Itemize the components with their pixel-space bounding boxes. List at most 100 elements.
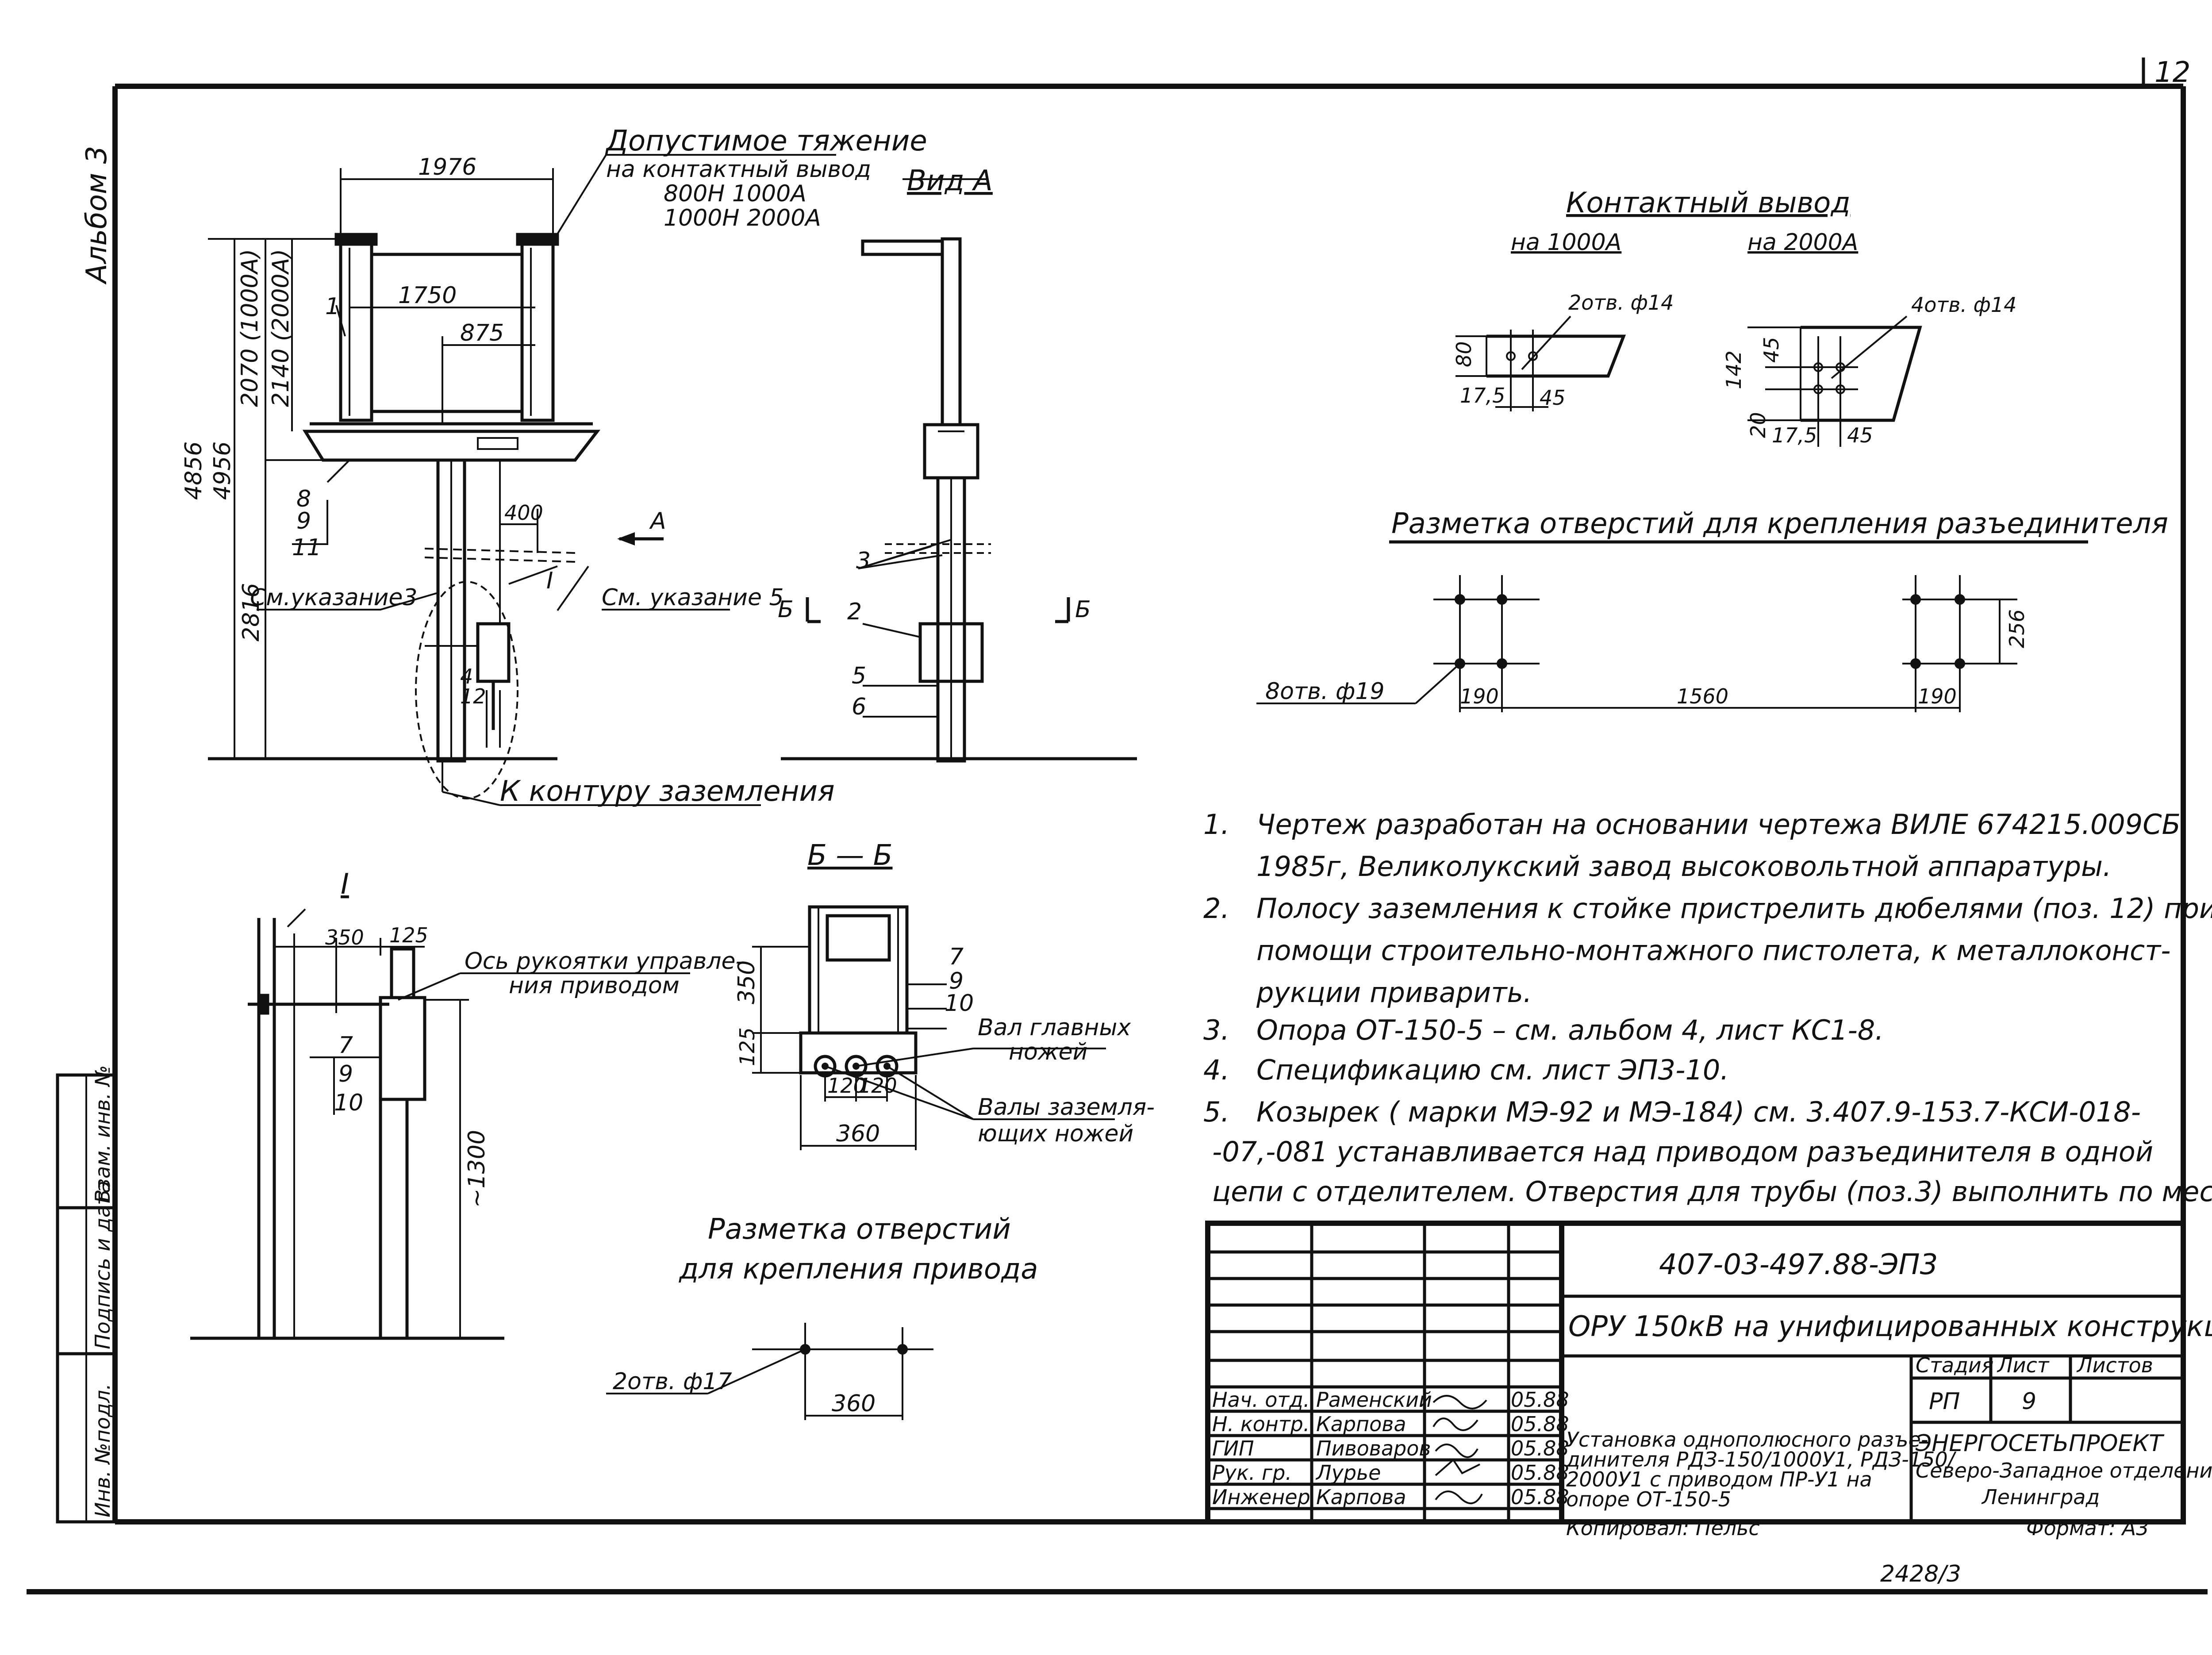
pos-9: 9 xyxy=(296,508,311,534)
title-block-grid xyxy=(1205,1221,2186,1524)
section-dim-120-b: 120 xyxy=(858,1074,897,1098)
note-4-line-1: Спецификацию см. лист ЭП3-10. xyxy=(1256,1054,1729,1086)
staff-role-2: Н. контр. xyxy=(1212,1412,1310,1436)
main-shaft-label-1: Вал главных xyxy=(978,1014,1131,1041)
main-view-geometry xyxy=(208,154,836,806)
note-3-line-1: Опора ОТ-150-5 – см. альбом 4, лист КС1-… xyxy=(1256,1014,1884,1046)
stage-header: Стадия xyxy=(1916,1353,1993,1377)
note-5-num: 5. xyxy=(1203,1096,1229,1128)
staff-date-3: 05.88 xyxy=(1511,1436,1569,1460)
desc-line-4: опоре ОТ-150-5 xyxy=(1566,1487,1731,1511)
dim-2070: 2070 (1000А) xyxy=(237,249,263,407)
dim-1560: 1560 xyxy=(1677,684,1728,708)
staff-date-1: 05.88 xyxy=(1511,1388,1569,1412)
contact-outlet-geometry xyxy=(1455,315,1922,447)
staff-role-1: Нач. отд. xyxy=(1212,1388,1310,1412)
desc-line-3: 2000У1 с приводом ПР-У1 на xyxy=(1566,1467,1872,1491)
drive-holes-geometry xyxy=(606,1323,933,1420)
note-1-line-1: Чертеж разработан на основании чертежа В… xyxy=(1256,808,2189,841)
dim-2816: 2816 xyxy=(238,583,265,641)
staff-name-4: Лурье xyxy=(1315,1461,1381,1485)
strip-inventory: Инв. №подл. xyxy=(91,1383,115,1517)
dim-4956: 4956 xyxy=(209,442,236,500)
note-ref-5: См. указание 5 xyxy=(602,584,784,611)
handle-axis-label-2: ния приводом xyxy=(509,972,680,999)
doc-object: ОРУ 150кВ на унифицированных конструкция… xyxy=(1568,1310,2212,1343)
view-mark-a: А xyxy=(649,508,666,534)
detail-pos-9: 9 xyxy=(338,1061,353,1087)
detail-pos-7: 7 xyxy=(338,1032,353,1059)
desc-line-1: Установка однополюсного разъе- xyxy=(1566,1428,1928,1451)
staff-role-5: Инженер xyxy=(1212,1485,1310,1509)
org-dept: Северо-Западное отделение xyxy=(1916,1459,2212,1482)
note-2-line-3: рукции приварить. xyxy=(1256,976,1532,1009)
staff-role-4: Рук. гр. xyxy=(1212,1461,1292,1485)
section-b-left: Б xyxy=(778,596,794,623)
sheet-number: 12 xyxy=(2154,56,2190,89)
note-3-num: 3. xyxy=(1203,1014,1229,1046)
note-5-line-2: -07,-081 устанавливается над приводом ра… xyxy=(1212,1136,2153,1168)
sheet-header: Лист xyxy=(1997,1353,2050,1377)
paper-format: Формат: А3 xyxy=(2026,1516,2149,1540)
detail-dim-125: 125 xyxy=(389,923,428,947)
note-2-line-2: помощи строительно-монтажного пистолета,… xyxy=(1256,934,2171,967)
view-a-pos-6: 6 xyxy=(852,694,866,720)
staff-name-3: Пивоваров xyxy=(1316,1436,1431,1460)
dim-80: 80 xyxy=(1452,341,1476,367)
dim-45-c: 45 xyxy=(1847,423,1873,447)
dim-1976: 1976 xyxy=(418,154,476,180)
dim-256: 256 xyxy=(2005,609,2029,648)
staff-name-2: Карпова xyxy=(1316,1412,1406,1436)
sheets-header: Листов xyxy=(2076,1353,2153,1377)
dim-45-a: 45 xyxy=(1540,386,1566,410)
drive-holes-title-2: для крепления привода xyxy=(679,1253,1038,1286)
note-1-line-2: 1985г, Великолукский завод высоковольтно… xyxy=(1256,850,2112,883)
dim-190-b: 190 xyxy=(1918,684,1957,708)
note-2-line-1: Полосу заземления к стойке пристрелить д… xyxy=(1256,892,2212,925)
view-a-geometry xyxy=(781,178,1137,763)
stage-value: РП xyxy=(1929,1388,1960,1415)
view-a-title: Вид А xyxy=(907,165,993,197)
sheet-frame xyxy=(27,58,2208,1594)
note-1-num: 1. xyxy=(1203,808,1229,841)
signature-marks xyxy=(1432,1395,1487,1505)
detail-dim-1300: ~1300 xyxy=(464,1130,490,1208)
drive-holes-title-1: Разметка отверстий xyxy=(708,1213,1011,1246)
dim-400: 400 xyxy=(504,501,543,525)
dim-175-b: 17,5 xyxy=(1772,423,1817,447)
section-pos-10: 10 xyxy=(945,990,974,1017)
allowed-pull-title: Допустимое тяжение xyxy=(605,125,927,157)
pos-1: 1 xyxy=(325,293,340,320)
allowed-pull-sub: на контактный вывод xyxy=(606,156,871,183)
org-city: Ленинград xyxy=(1981,1485,2100,1509)
note-2-num: 2. xyxy=(1203,892,1229,925)
grounding-label: К контуру заземления xyxy=(500,775,835,808)
dim-1750: 1750 xyxy=(398,282,457,309)
left-strip xyxy=(56,1073,117,1524)
note-5-line-1: Козырек ( марки МЭ-92 и МЭ-184) см. 3.40… xyxy=(1256,1096,2141,1128)
staff-date-4: 05.88 xyxy=(1511,1461,1569,1485)
section-dim-360: 360 xyxy=(836,1121,880,1147)
bottom-number: 2428/3 xyxy=(1880,1561,1961,1587)
dim-45-b: 45 xyxy=(1759,337,1783,363)
strip-signature: Подпись и дата xyxy=(91,1181,115,1349)
ground-shaft-label-2: ющих ножей xyxy=(978,1121,1133,1147)
detail-mark-i: I xyxy=(546,568,553,594)
detail-pos-10: 10 xyxy=(334,1090,363,1116)
section-pos-7: 7 xyxy=(949,944,964,970)
holes-2-d14: 2отв. ф14 xyxy=(1568,291,1674,315)
pos-11: 11 xyxy=(292,534,321,561)
detail-i-geometry xyxy=(190,908,690,1340)
sheet-value: 9 xyxy=(2022,1388,2036,1415)
dim-20: 20 xyxy=(1746,412,1770,438)
view-a-pos-3: 3 xyxy=(856,548,871,574)
staff-role-3: ГИП xyxy=(1212,1436,1254,1460)
contact-outlet-title: Контактный вывод xyxy=(1566,187,1851,219)
staff-name-5: Карпова xyxy=(1316,1485,1406,1509)
album-label: Альбом 3 xyxy=(81,146,113,285)
note-5-line-3: цепи с отделителем. Отверстия для трубы … xyxy=(1212,1175,2212,1208)
staff-date-2: 05.88 xyxy=(1511,1412,1569,1436)
allowed-pull-row1: 800Н 1000А xyxy=(664,180,806,207)
pos-12: 12 xyxy=(460,684,486,708)
